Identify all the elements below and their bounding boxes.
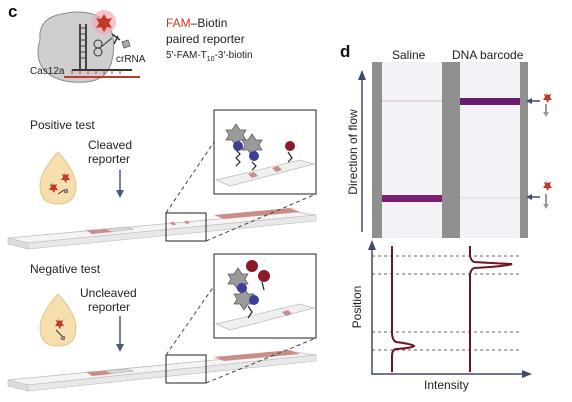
negative-label-line2: reporter <box>88 300 131 314</box>
seq-subscript: 10 <box>206 56 215 63</box>
strip-photo <box>372 62 528 238</box>
panel-d-letter: d <box>340 42 351 61</box>
negative-label-line1: Uncleaved <box>80 286 137 300</box>
negative-droplet <box>39 293 77 347</box>
negative-zoom-box <box>213 253 317 339</box>
negative-arrow-head <box>116 344 124 352</box>
reporter-sequence: 5′-FAM-T10-3′-biotin <box>166 50 253 63</box>
fam-word: FAM <box>166 16 191 30</box>
side-marker-top <box>526 92 552 117</box>
positive-label-line2: reporter <box>88 152 131 166</box>
positive-strip <box>7 208 317 250</box>
direction-of-flow-label: Direction of flow <box>346 109 360 195</box>
biotin-word: –Biotin <box>190 16 228 30</box>
barcode-trace <box>469 246 513 372</box>
saline-trace <box>391 246 416 372</box>
crrna-label: crRNA <box>116 54 146 65</box>
panel-c-letter: c <box>8 2 18 21</box>
negative-test-title: Negative test <box>30 262 101 276</box>
negative-strip <box>7 350 317 392</box>
positive-droplet <box>39 151 77 205</box>
position-axis-label: Position <box>350 285 364 329</box>
positive-zoom-lines <box>165 141 317 242</box>
positive-test-title: Positive test <box>30 118 95 132</box>
seq-prefix: 5′-FAM-T <box>166 50 207 61</box>
side-marker-bottom <box>526 180 552 209</box>
reporter-title: FAM–Biotin <box>166 16 227 30</box>
positive-zoom-box <box>213 109 317 195</box>
cas12a-complex <box>37 10 140 83</box>
negative-zoom-lines <box>165 285 317 384</box>
saline-band <box>382 195 442 202</box>
seq-suffix: -3′-biotin <box>214 50 253 61</box>
positive-label-line1: Cleaved <box>88 138 133 152</box>
cas12a-label: Cas12a <box>30 66 65 77</box>
barcode-band <box>460 98 520 105</box>
reporter-subtitle: paired reporter <box>166 32 245 46</box>
saline-header: Saline <box>392 48 426 62</box>
intensity-axis-label: Intensity <box>424 378 469 392</box>
positive-arrow-head <box>116 190 124 198</box>
dna-barcode-header: DNA barcode <box>452 48 524 62</box>
intensity-plot <box>368 240 532 378</box>
